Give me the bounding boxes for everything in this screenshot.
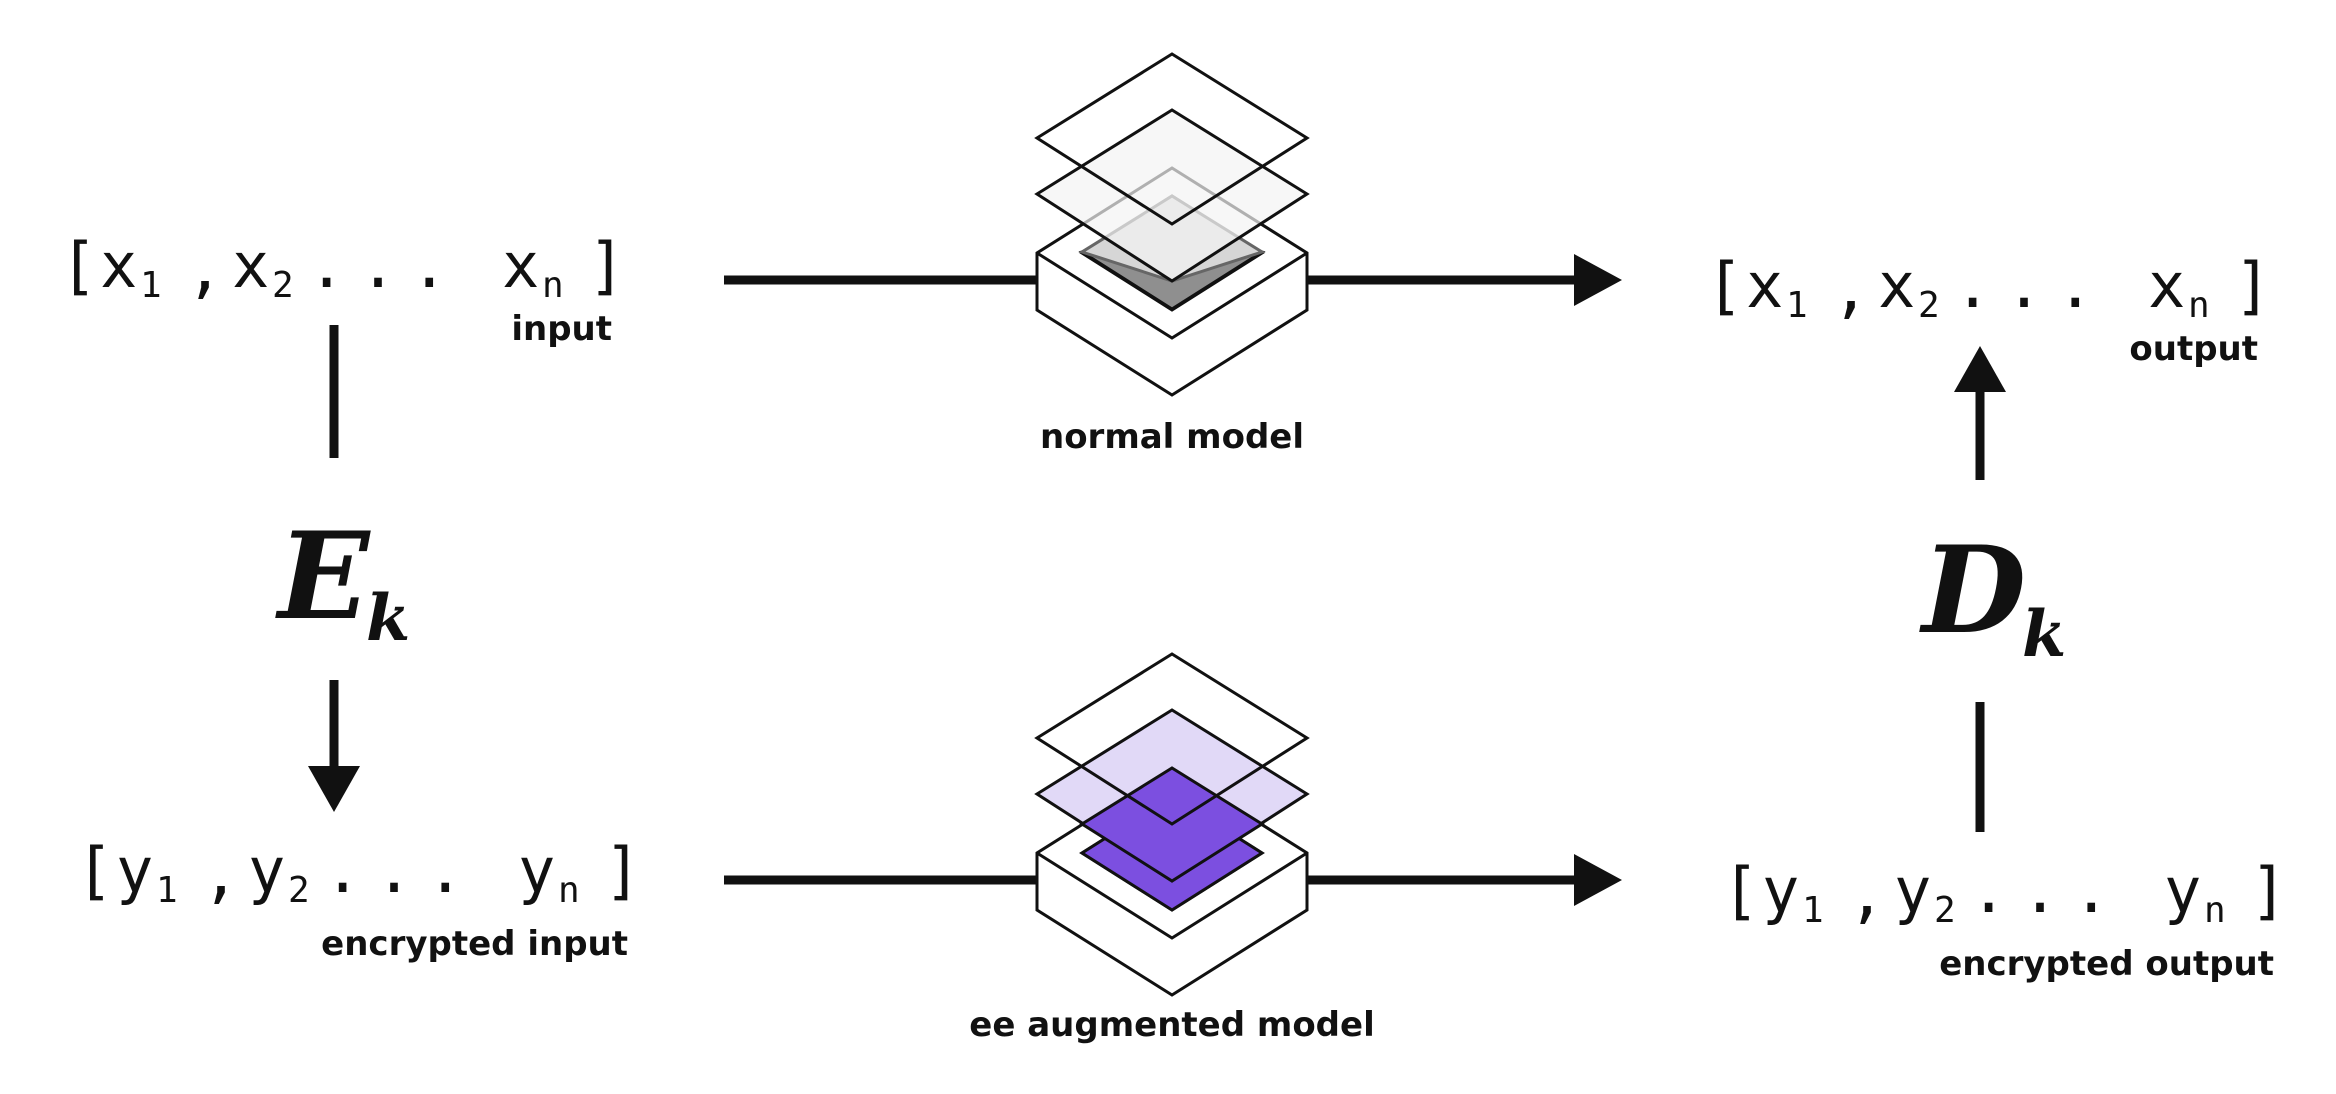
subscript-1: 1 xyxy=(1802,890,1824,931)
close-bracket: ] xyxy=(604,834,641,907)
encrypted-output-vector: [ y 1 , y 2 ... y n ] encrypted output xyxy=(1722,854,2287,984)
element-2: y xyxy=(248,834,285,907)
close-bracket: ] xyxy=(588,229,625,302)
separator: , xyxy=(1832,252,1869,325)
subscript-n: n xyxy=(542,265,564,306)
normal-flow xyxy=(724,254,1622,306)
subscript-1: 1 xyxy=(140,265,162,306)
element-1: y xyxy=(116,834,153,907)
element-1: y xyxy=(1762,854,1799,927)
element-n: y xyxy=(518,834,555,907)
augmented-arrowhead xyxy=(1574,854,1622,906)
augmented-flow xyxy=(724,854,1622,906)
augmented-model-label: ee augmented model xyxy=(969,1005,1374,1045)
encrypt-subscript: k xyxy=(366,581,410,656)
open-bracket: [ xyxy=(60,229,97,302)
decrypt-subscript: k xyxy=(2022,597,2066,672)
encrypt-arrowhead xyxy=(308,766,360,812)
encrypted-input-label: encrypted input xyxy=(321,924,628,964)
decrypt-symbol: D xyxy=(1919,520,2026,661)
ellipsis: ... xyxy=(324,834,478,907)
separator: , xyxy=(186,232,223,305)
element-n: x xyxy=(502,229,539,302)
layered-model-icon xyxy=(1034,52,1310,397)
model-layer-1 xyxy=(1034,52,1310,226)
element-n: x xyxy=(2148,249,2185,322)
separator: , xyxy=(202,837,239,910)
encrypted-output-label: encrypted output xyxy=(1939,944,2274,984)
subscript-1: 1 xyxy=(1786,285,1808,326)
element-n: y xyxy=(2164,854,2201,927)
model-layer-1 xyxy=(1034,652,1310,826)
open-bracket: [ xyxy=(1722,854,1759,927)
open-bracket: [ xyxy=(76,834,113,907)
ellipsis: ... xyxy=(308,229,462,302)
decrypt-path: D k xyxy=(1919,346,2066,832)
subscript-2: 2 xyxy=(272,265,294,306)
subscript-2: 2 xyxy=(288,870,310,911)
element-2: x xyxy=(232,229,269,302)
element-1: x xyxy=(1746,249,1783,322)
normal-arrowhead xyxy=(1574,254,1622,306)
normal-model: normal model xyxy=(1034,52,1310,457)
decrypt-arrowhead xyxy=(1954,346,2006,392)
encrypted-input-vector: [ y 1 , y 2 ... y n ] encrypted input xyxy=(76,834,641,964)
close-bracket: ] xyxy=(2250,854,2287,927)
ellipsis: ... xyxy=(1954,249,2108,322)
normal-model-label: normal model xyxy=(1040,417,1304,457)
element-2: y xyxy=(1894,854,1931,927)
input-label: input xyxy=(511,309,612,349)
close-bracket: ] xyxy=(2234,249,2271,322)
encrypt-path: E k xyxy=(275,325,410,812)
subscript-n: n xyxy=(558,870,580,911)
layered-model-icon xyxy=(1034,652,1310,997)
ellipsis: ... xyxy=(1970,854,2124,927)
subscript-n: n xyxy=(2188,285,2210,326)
subscript-2: 2 xyxy=(1918,285,1940,326)
subscript-n: n xyxy=(2204,890,2226,931)
separator: , xyxy=(1848,857,1885,930)
output-label: output xyxy=(2129,329,2258,369)
subscript-1: 1 xyxy=(156,870,178,911)
output-vector: [ x 1 , x 2 ... x n ] output xyxy=(1706,249,2271,369)
subscript-2: 2 xyxy=(1934,890,1956,931)
open-bracket: [ xyxy=(1706,249,1743,322)
model-base-edge xyxy=(1036,851,1308,940)
element-2: x xyxy=(1878,249,1915,322)
encrypt-symbol: E xyxy=(275,506,371,647)
input-vector: [ x 1 , x 2 ... x n ] input xyxy=(60,229,625,349)
model-base-edge xyxy=(1036,251,1308,340)
element-1: x xyxy=(100,229,137,302)
augmented-model: ee augmented model xyxy=(969,652,1375,1045)
